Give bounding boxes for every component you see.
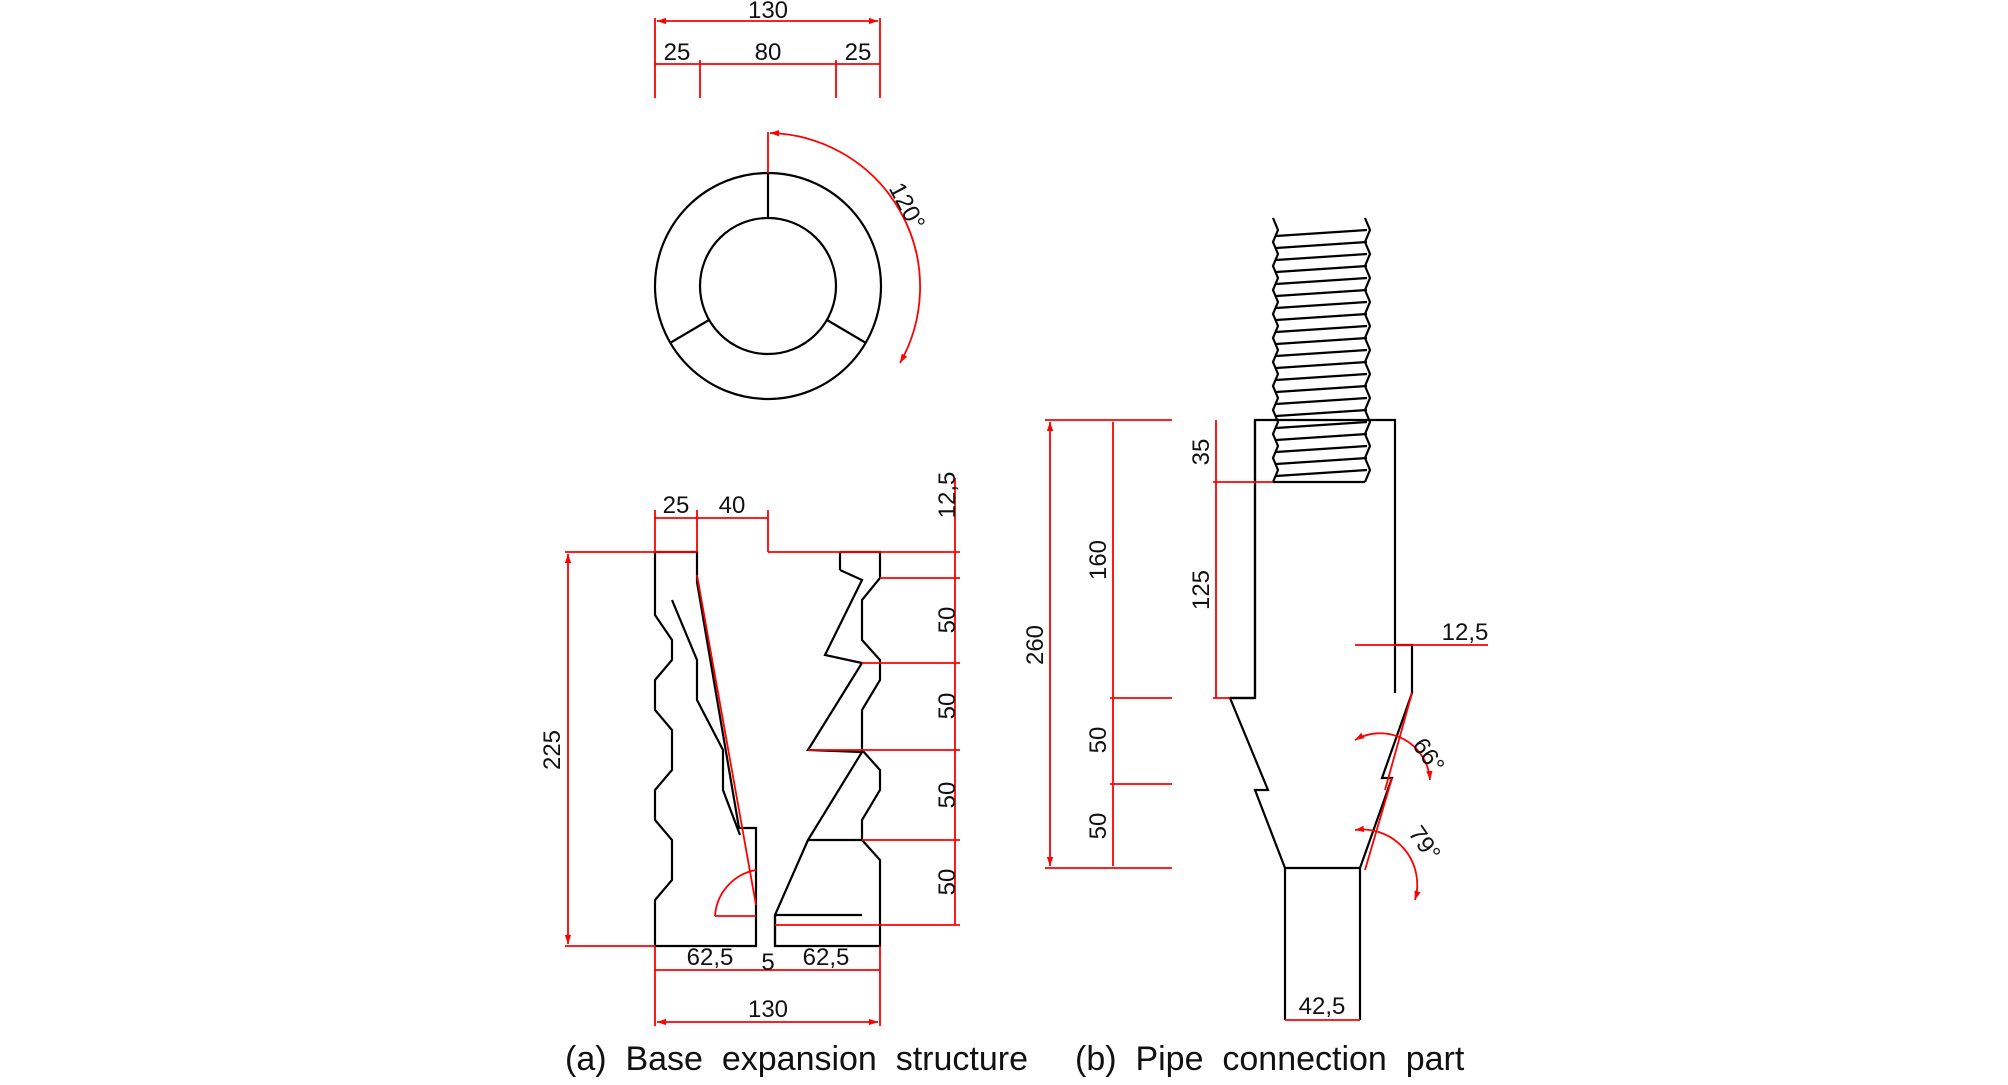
left-half-teeth bbox=[670, 599, 742, 836]
top-view: 130 25 80 25 120° bbox=[653, 0, 930, 401]
dim-a-pitch-3: 50 bbox=[934, 782, 961, 809]
dim-a-slot: 5 bbox=[761, 949, 774, 976]
angle-120-label: 120° bbox=[883, 178, 930, 235]
angle-79-line bbox=[1364, 777, 1393, 871]
dim-b-tip-width: 42,5 bbox=[1299, 993, 1346, 1020]
angle-79-arc bbox=[1354, 825, 1421, 901]
threaded-rod-left bbox=[1271, 217, 1280, 483]
dim-a-half-right: 62,5 bbox=[803, 944, 850, 971]
segment-split-right bbox=[826, 319, 867, 344]
thread-grooves bbox=[1275, 228, 1368, 478]
dim-a-pitch-2: 50 bbox=[934, 693, 961, 720]
angle-lower-label: 79° bbox=[1403, 821, 1446, 866]
dim-a-taper-offset: 40 bbox=[719, 492, 746, 519]
dim-a-half-left: 62,5 bbox=[687, 944, 734, 971]
dim-b-cone-height-1: 50 bbox=[1085, 727, 1112, 754]
dim-top-left-wall: 25 bbox=[664, 39, 691, 66]
dim-a-height: 225 bbox=[539, 730, 566, 770]
segment-split-left bbox=[669, 319, 710, 344]
dim-b-cone-height-2: 50 bbox=[1085, 813, 1112, 840]
dim-a-wall-width: 25 bbox=[663, 492, 690, 519]
threaded-rod-right bbox=[1363, 217, 1372, 483]
angle-66-arc bbox=[1354, 732, 1433, 781]
caption-b: (b) Pipe connection part bbox=[1075, 1040, 1465, 1078]
dim-top-inner-diameter: 80 bbox=[755, 39, 782, 66]
right-half-teeth bbox=[775, 568, 864, 917]
dim-b-step-width: 12,5 bbox=[1442, 619, 1489, 646]
pipe-part-view: 260 160 50 50 35 125 12,5 66° 79° 42,5 bbox=[1022, 217, 1489, 1021]
dim-a-overall-width: 130 bbox=[748, 996, 788, 1023]
angle-upper-label: 66° bbox=[1407, 733, 1450, 778]
dim-a-pitch-4: 50 bbox=[934, 869, 961, 896]
angle-arc-120 bbox=[769, 130, 921, 364]
dim-top-overall-width: 130 bbox=[748, 0, 788, 24]
caption-a: (a) Base expansion structure bbox=[565, 1040, 1028, 1078]
dim-top-right-wall: 25 bbox=[845, 39, 872, 66]
dim-b-upper-height: 160 bbox=[1085, 540, 1112, 580]
dim-b-thread-depth: 35 bbox=[1188, 439, 1215, 466]
base-section-view: 25 40 225 12,5 50 50 50 50 62,5 5 62,5 1… bbox=[539, 472, 961, 1026]
dim-b-total-height: 260 bbox=[1022, 625, 1049, 665]
right-half-outline bbox=[773, 550, 882, 948]
dim-a-top-gap: 12,5 bbox=[934, 472, 961, 519]
dim-a-pitch-1: 50 bbox=[934, 607, 961, 634]
dim-b-shank-height: 125 bbox=[1188, 570, 1215, 610]
left-half-outline bbox=[653, 550, 758, 948]
inner-ring bbox=[698, 216, 838, 356]
taper-angle-arc bbox=[714, 869, 757, 917]
taper-line bbox=[696, 574, 757, 906]
